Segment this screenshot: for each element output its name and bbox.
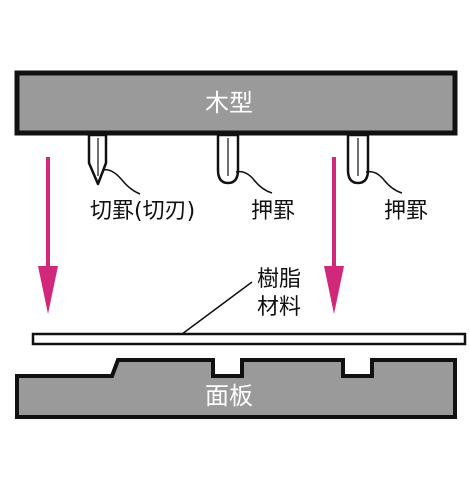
cutting-rule-label: 切罫(切刃) <box>90 199 196 224</box>
face-plate-label: 面板 <box>205 382 253 410</box>
die-board <box>14 70 458 136</box>
press-arrow-right <box>324 157 344 314</box>
leader-creasing-rule-1 <box>235 170 273 194</box>
leader-creasing-rule-2 <box>365 170 403 194</box>
resin-material-label-line2: 材料 <box>257 295 302 320</box>
creasing-rule-2-label: 押罫 <box>384 199 429 224</box>
die-board-label: 木型 <box>205 89 253 117</box>
creasing-rule-1-label: 押罫 <box>251 199 296 224</box>
face-plate <box>15 358 457 419</box>
press-arrow-left <box>38 157 58 314</box>
resin-material-label-line1: 樹脂 <box>257 267 302 292</box>
resin-material-sheet <box>31 332 467 346</box>
leader-cutting-rule <box>102 168 141 195</box>
